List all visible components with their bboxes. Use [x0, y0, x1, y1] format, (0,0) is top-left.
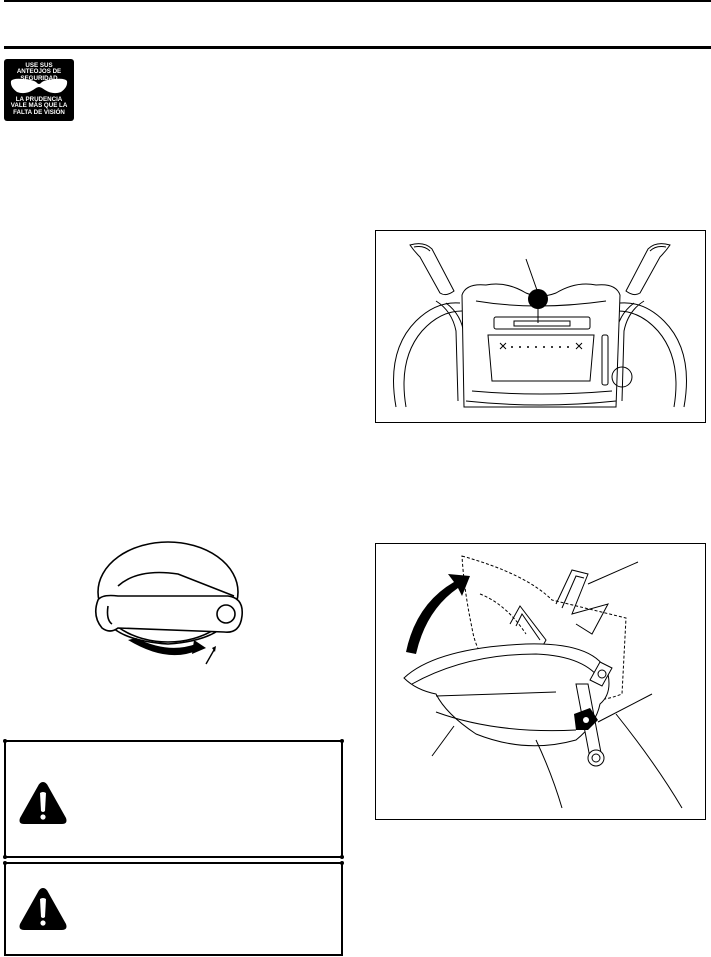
raise-arrow	[406, 574, 470, 654]
lever-handle-illustration	[88, 540, 248, 670]
badge-line-2: ANTEOJOS DE	[16, 68, 62, 76]
callout-dot	[528, 289, 548, 309]
badge-bottom-text: LA PRUDENCIA VALE MÁS QUE LA FALTA DE VI…	[4, 96, 74, 116]
corner-dot	[3, 855, 7, 859]
corner-dot	[3, 861, 7, 865]
figure-console-illustration	[375, 230, 706, 423]
top-rule	[4, 0, 711, 2]
warning-triangle-icon	[19, 782, 67, 824]
warning-box-1	[3, 739, 344, 859]
badge-line-3: SEGURIDAD	[20, 74, 58, 82]
rotation-arrow	[128, 638, 198, 656]
figure-chute-illustration	[375, 543, 706, 820]
badge-top-text: USE SUS ANTEOJOS DE SEGURIDAD	[4, 62, 74, 82]
console-drawing	[393, 243, 687, 408]
chute-drawing	[403, 555, 683, 809]
warning-triangle-icon	[19, 888, 67, 930]
corner-dot	[340, 739, 344, 743]
safety-glasses-badge: USE SUS ANTEOJOS DE SEGURIDAD LA PRUDENC…	[4, 59, 74, 121]
header-rule	[4, 46, 711, 49]
safety-goggles-icon	[10, 78, 68, 94]
badge-line-5: VALE MÁS QUE LA	[10, 102, 68, 110]
badge-line-4: LA PRUDENCIA	[15, 96, 63, 103]
corner-dot	[340, 861, 344, 865]
corner-dot	[340, 855, 344, 859]
corner-dot	[3, 739, 7, 743]
warning-box-2	[3, 861, 344, 956]
badge-line-6: FALTA DE VISIÓN	[13, 108, 65, 116]
badge-line-1: USE SUS	[25, 62, 53, 69]
